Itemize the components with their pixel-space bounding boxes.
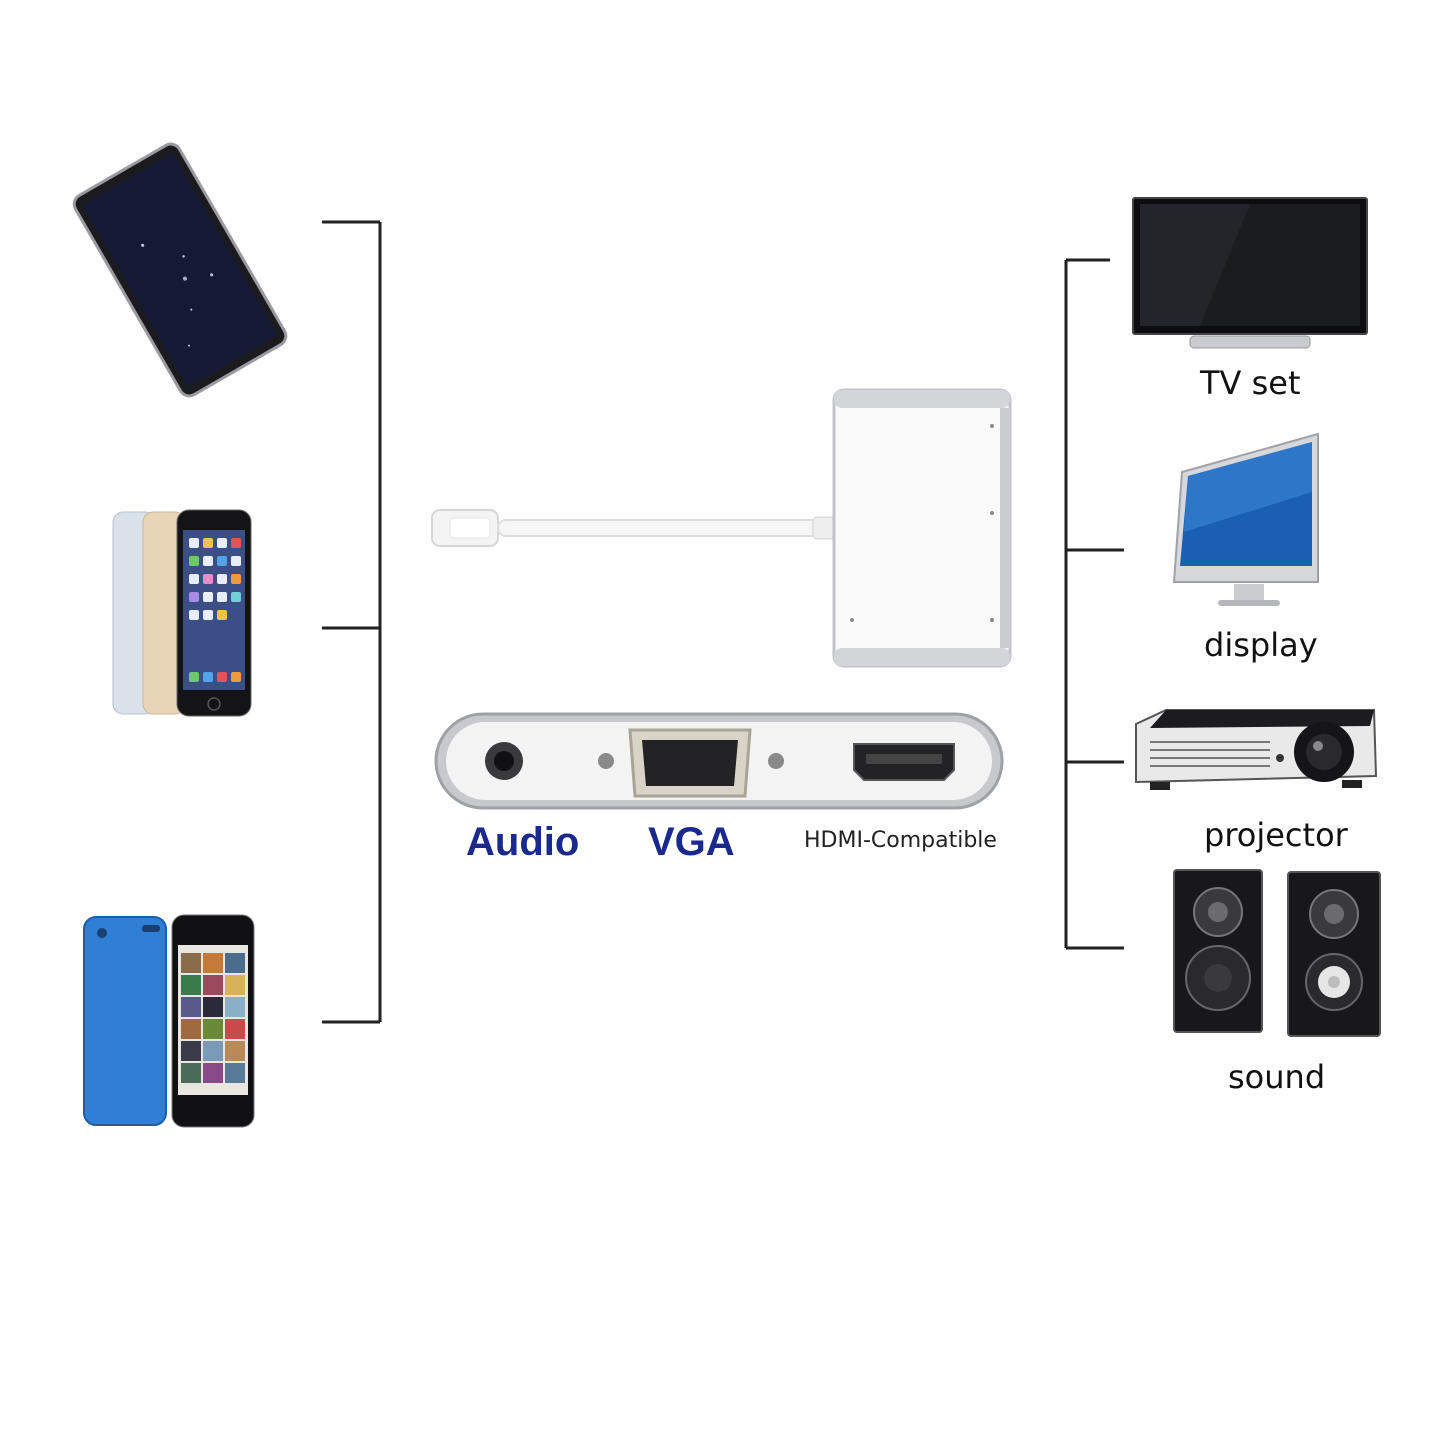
output-label-display: display <box>1204 626 1318 664</box>
tv-image <box>1130 196 1370 356</box>
ipod-touch-set-image <box>80 914 260 1130</box>
adapter-image <box>420 380 1020 680</box>
input-bracket <box>320 220 390 1030</box>
display-image <box>1168 432 1328 612</box>
source-devices <box>60 140 290 1150</box>
output-label-sound: sound <box>1228 1058 1326 1096</box>
port-label-hdmi: HDMI-Compatible <box>804 828 997 853</box>
port-label-audio: Audio <box>466 820 580 864</box>
projector-image <box>1130 706 1382 794</box>
port-label-vga: VGA <box>648 820 735 864</box>
speakers-image <box>1170 866 1384 1040</box>
iphone-set-image <box>105 509 255 720</box>
output-label-projector: projector <box>1204 816 1348 854</box>
tablet-image <box>72 142 288 400</box>
output-label-tv: TV set <box>1200 364 1301 402</box>
output-bracket <box>1060 258 1130 952</box>
port-panel <box>430 708 1010 816</box>
